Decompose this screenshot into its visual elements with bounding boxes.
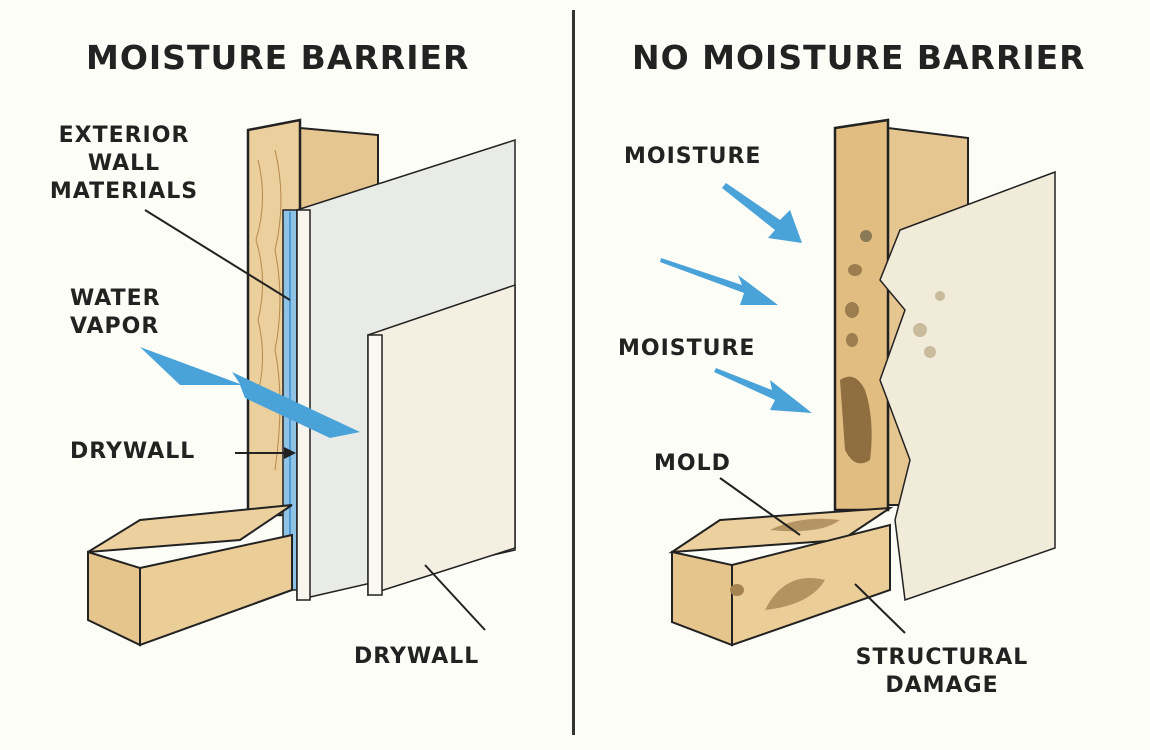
label-line: VAPOR [70,314,160,339]
label-exterior-wall-materials: EXTERIOR WALL MATERIALS [34,122,214,206]
label-line: STRUCTURAL [855,645,1029,670]
leader-structural [854,583,906,634]
label-line: DAMAGE [885,673,999,698]
water-vapor-arrow-icon [140,347,360,438]
label-mold: MOLD [654,451,731,476]
label-line: WATER [70,286,161,311]
label-drywall-left: DRYWALL [70,439,196,464]
label-drywall-bottom: DRYWALL [354,644,480,669]
moisture-arrow-icon [714,368,812,413]
panel-divider [572,10,575,735]
leader-mold [719,477,801,536]
label-moisture-mid: MOISTURE [618,336,756,361]
label-line: MATERIALS [49,179,199,204]
right-wall-assembly [668,118,1056,647]
left-panel-title: MOISTURE BARRIER [86,38,470,77]
label-line: WALL [87,151,161,176]
moisture-arrow-icon [722,183,802,243]
leader-drywall-bottom [424,564,486,631]
label-moisture-top: MOISTURE [624,144,762,169]
leader-exterior [144,209,291,301]
label-structural-damage: STRUCTURAL DAMAGE [828,644,1056,700]
label-water-vapor: WATER VAPOR [70,285,161,341]
label-line: EXTERIOR [58,123,190,148]
right-panel-title: NO MOISTURE BARRIER [632,38,1086,77]
left-wall-assembly [87,118,516,647]
moisture-arrow-icon [660,258,778,305]
